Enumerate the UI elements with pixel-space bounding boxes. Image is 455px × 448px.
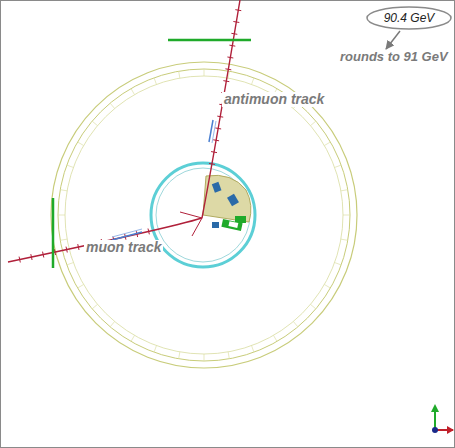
ring-segment	[341, 239, 348, 240]
ring-segment	[154, 346, 156, 353]
x-axis	[447, 426, 454, 434]
track-label: antimuon track	[222, 92, 326, 107]
ring-segment	[310, 304, 315, 308]
ring-segment	[252, 346, 254, 353]
cell-hit	[227, 194, 239, 207]
ring-segment	[228, 352, 229, 359]
y-axis	[431, 404, 439, 412]
track-label: muon track	[84, 240, 163, 255]
track-hit	[231, 33, 237, 35]
ring-segment	[131, 335, 135, 341]
track-hit	[223, 81, 229, 82]
ring-segment	[343, 215, 350, 216]
ring-segment	[58, 215, 65, 216]
ring-segment	[131, 89, 135, 95]
track-hit	[148, 229, 149, 235]
ring-segment	[204, 354, 205, 361]
track-hit	[229, 45, 235, 47]
ring-segment	[110, 103, 114, 108]
antimuon-track-line	[202, 0, 240, 218]
track-hit	[19, 257, 20, 263]
ring-segment	[78, 142, 84, 146]
ring-segment	[92, 304, 97, 308]
muon-chamber	[52, 198, 55, 268]
track-hit	[78, 244, 79, 250]
outer-ring	[65, 76, 343, 354]
ring-segment	[67, 165, 74, 167]
ring-segment	[110, 321, 114, 326]
ring-segment	[60, 239, 67, 240]
track-hit	[31, 254, 32, 260]
ring-segment	[92, 121, 97, 125]
ring-segment	[204, 69, 205, 76]
cell-hit	[212, 182, 222, 193]
ring-segment	[154, 78, 156, 85]
track-hit	[217, 116, 223, 117]
ring-segment	[341, 190, 348, 191]
note-text: rounds to 91 GeV	[340, 50, 448, 64]
ring-segment	[324, 142, 330, 146]
track-hit	[54, 249, 55, 255]
outer-ring	[51, 62, 357, 368]
leader-arrow	[386, 31, 400, 49]
chamber-segment	[112, 229, 142, 237]
ring-segment	[324, 285, 330, 289]
cell-hit	[228, 221, 238, 228]
outer-ring	[58, 69, 350, 361]
ring-segment	[274, 335, 278, 341]
ring-segment	[67, 263, 74, 265]
cell-hit	[212, 222, 219, 228]
ring-segment	[293, 321, 297, 326]
energy-value: 90.4 GeV	[384, 11, 435, 25]
ring-segment	[335, 165, 342, 167]
track-hit	[225, 69, 231, 70]
muon-chamber	[168, 39, 251, 42]
track-hit	[227, 57, 233, 58]
ring-segment	[252, 78, 254, 85]
ring-segment	[335, 263, 342, 265]
ring-segment	[179, 71, 180, 78]
ring-segment	[310, 121, 315, 125]
ring-segments	[58, 69, 350, 361]
z-axis	[432, 427, 438, 433]
value-ellipse: 90.4 GeV	[366, 6, 452, 30]
cell-hit	[221, 219, 242, 231]
track-hit	[233, 21, 239, 23]
track-hit	[235, 9, 241, 11]
ring-segment	[78, 285, 84, 289]
muon-track-line	[8, 218, 202, 262]
short-track	[180, 212, 202, 218]
track-hit	[209, 163, 215, 164]
ring-segment	[60, 190, 67, 191]
ring-segment	[179, 352, 180, 359]
track-hit	[215, 128, 221, 129]
chamber-segment	[212, 121, 216, 143]
track-hit	[211, 152, 217, 153]
track-hit	[213, 140, 219, 141]
short-track	[192, 218, 202, 236]
track-hit	[43, 252, 44, 258]
track-hit	[66, 247, 67, 253]
